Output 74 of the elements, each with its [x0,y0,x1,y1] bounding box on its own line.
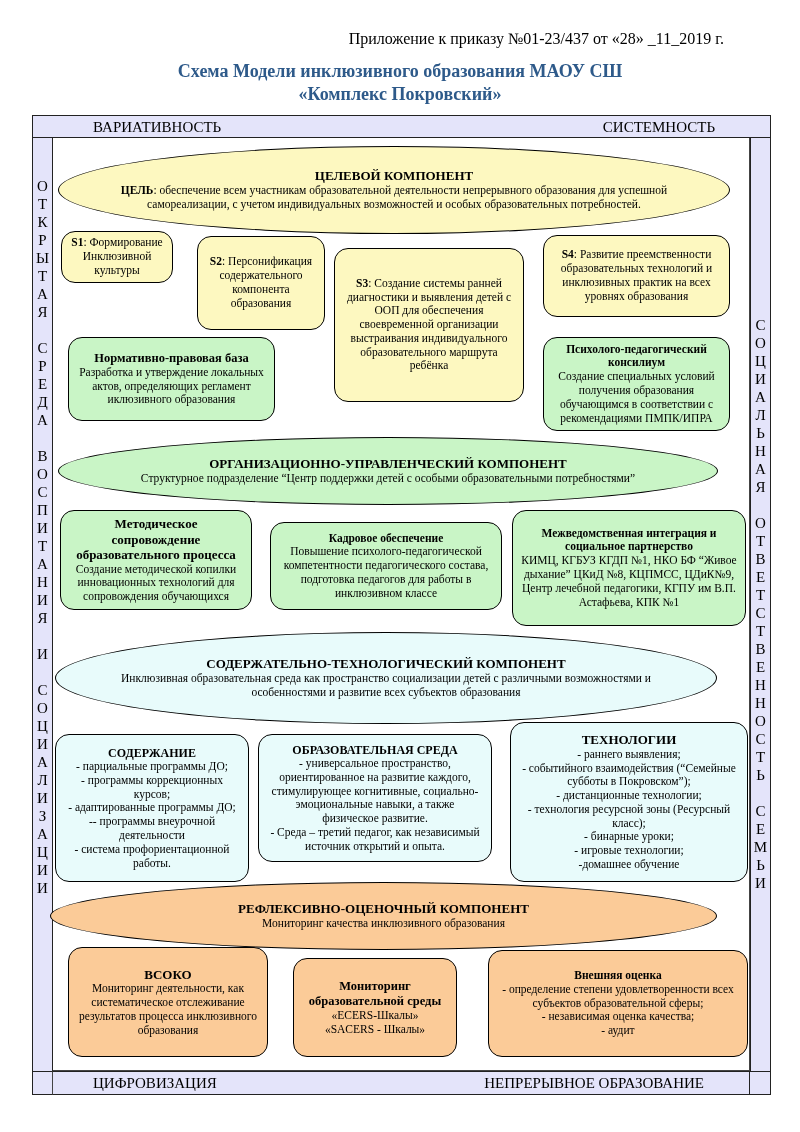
list-item: «ECERS-Шкалы» [331,1008,419,1023]
rounded-box [60,510,252,610]
body-text: КИМЦ, КГБУЗ КГДП №1, НКО БФ “Живое дыхание” ЦКиД №8, КЦПМСС, ЦДиК№9, Центр лечебной педагогики, КГПУ им В.П. Астафьева, КПК №1 [521,554,737,610]
rounded-box [270,522,502,610]
heading-text: Психолого-педагогический консилиум [565,342,708,371]
heading-text: РЕФЛЕКСИВНО-ОЦЕНОЧНЫЙ КОМПОНЕНТ [238,901,529,917]
list-item: - технология ресурсной зоны (Ресурсный класс); [526,802,732,831]
side-band [750,137,771,1072]
list-item: - событийного взаимодействия (“Семейные субботы в Покровском”); [521,761,737,790]
order-reference: Приложение к приказу №01-23/437 от «28» _11_2019 г. [348,30,724,48]
list-item: - аудит [601,1024,635,1038]
body-text: S3: Создание системы ранней диагностики и выявления детей с ООП для обеспечения своевременной организации выстраивания индивидуального образовательного маршрута ребёнка [345,276,513,374]
side-band [32,137,53,1072]
heading-text: ОРГАНИЗАЦИОННО-УПРАВЛЕНЧЕСКИЙ КОМПОНЕНТ [209,456,567,472]
body-text: S2: Персонификация содержательного компонента образования [208,255,314,311]
list-item: - дистанционные технологии; [556,789,702,803]
list-item: -- программы внеурочной деятельности [87,815,217,843]
rounded-box [293,958,457,1057]
list-item: - адаптированные программы ДО; [68,801,236,816]
body-text: Структурное подразделение “Центр поддержки детей с особыми образовательными потребностями” [140,471,636,486]
heading-text: СОДЕРЖАНИЕ [108,745,196,760]
rounded-box [197,236,325,330]
band-text: ЦИФРОВИЗАЦИЯ [93,1074,217,1092]
list-item: - система профориентационной работы. [73,842,231,871]
heading-text: ТЕХНОЛОГИИ [581,732,677,748]
body-text: Мониторинг качества инклюзивного образования [262,916,505,931]
band-text: ВАРИАТИВНОСТЬ [93,117,222,136]
band-text: СОЦИАЛЬНАЯ ОТВЕТСТВЕННОСТЬ СЕМЬИ [751,316,770,893]
rounded-box [68,337,275,421]
rounded-box [55,734,249,882]
list-item: - Среда – третий педагог, как независимый источник открытий и опыта. [269,825,481,854]
rounded-box [543,235,730,317]
rounded-box [510,722,748,882]
bottom-band [52,1071,750,1095]
rounded-box [61,231,173,283]
heading-text: ЦЕЛЕВОЙ КОМПОНЕНТ [314,168,474,184]
body-text: S4: Развитие преемственности образовательных технологий и инклюзивных практик на всех уровнях образования [559,248,714,304]
list-item: - независимая оценка качества; [541,1010,695,1025]
band-text: ОТКРЫТАЯ СРЕДА ВОСПИТАНИЯ И СОЦИАЛИЗАЦИИ [33,178,52,898]
list-item: - раннего выявления; [577,747,681,762]
heading-text: Мониторинг образовательной среды [307,978,443,1009]
rounded-box [334,248,524,402]
heading-text: ОБРАЗОВАТЕЛЬНАЯ СРЕДА [292,742,458,757]
rounded-box [488,950,748,1057]
body-text: S1: Формирование Инклюзивной культуры [70,236,164,278]
list-item: - программы коррекционных курсов; [80,773,224,802]
list-item: - бинарные уроки; [584,830,674,845]
heading-text: Внешняя оценка [574,969,662,983]
heading-text: Межведомственная интеграция и социальное партнерство [540,526,718,555]
list-item: - парциальные программы ДО; [76,760,228,774]
heading-text: Кадровое обеспечение [328,531,444,546]
band-text: НЕПРЕРЫВНОЕ ОБРАЗОВАНИЕ [484,1074,704,1092]
rounded-box [512,510,746,626]
body-text: Создание специальных условий получения образования обучающимся в соответствии с рекомендациями ПМПК/ИПРА [557,370,716,426]
body-text: ЦЕЛЬ: обеспечение всем участникам образовательной деятельности непрерывного образования для успешной самореализации, с учетом индивидуальных возможностей и особых образовательных потребностей. [119,184,669,212]
list-item: - игровые технологии; [574,844,684,859]
list-item: - определение степени удовлетворенности всех субъектов образовательной сферы; [501,982,735,1011]
list-item: - универсальное пространство, ориентированное на развитие каждого, стимулирующее когнитивные, социально-эмоциональные навыки, а также физическое развитие. [270,756,480,826]
body-text: Мониторинг деятельности, как систематическое отслеживание результатов процесса инклюзивного образования [78,982,258,1038]
rounded-box [258,734,492,862]
body-text: Инклюзивная образовательная среда как пространство социализации детей с различными возможностями и особенностями и развитие всех субъектов образования [120,672,652,700]
heading-text: Методическое сопровождение образовательного процесса [75,515,237,563]
body-text: Разработка и утверждение локальных актов, определяющих регламент иклюзивного образования [78,365,265,408]
band-text: СИСТЕМНОСТЬ [602,117,715,136]
rounded-box [68,947,268,1057]
heading-text: Нормативно-правовая база [94,350,249,366]
body-text: Повышение психолого-педагогической компетентности педагогического состава, подготовка педагогов для работы в инклюзивном классе [282,545,490,601]
body-text: Создание методической копилки инновационных технологий для сопровождения обучающихся [74,562,238,605]
rounded-box [543,337,730,431]
title: Схема Модели инклюзивного образования МАОУ СШ «Комплекс Покровский» [176,60,624,107]
heading-text: СОДЕРЖАТЕЛЬНО-ТЕХНОЛОГИЧЕСКИЙ КОМПОНЕНТ [206,656,566,672]
list-item: -домашнее обучение [578,858,680,872]
heading-text: ВСОКО [144,966,192,983]
list-item: «SACERS - Шкалы» [324,1022,426,1037]
